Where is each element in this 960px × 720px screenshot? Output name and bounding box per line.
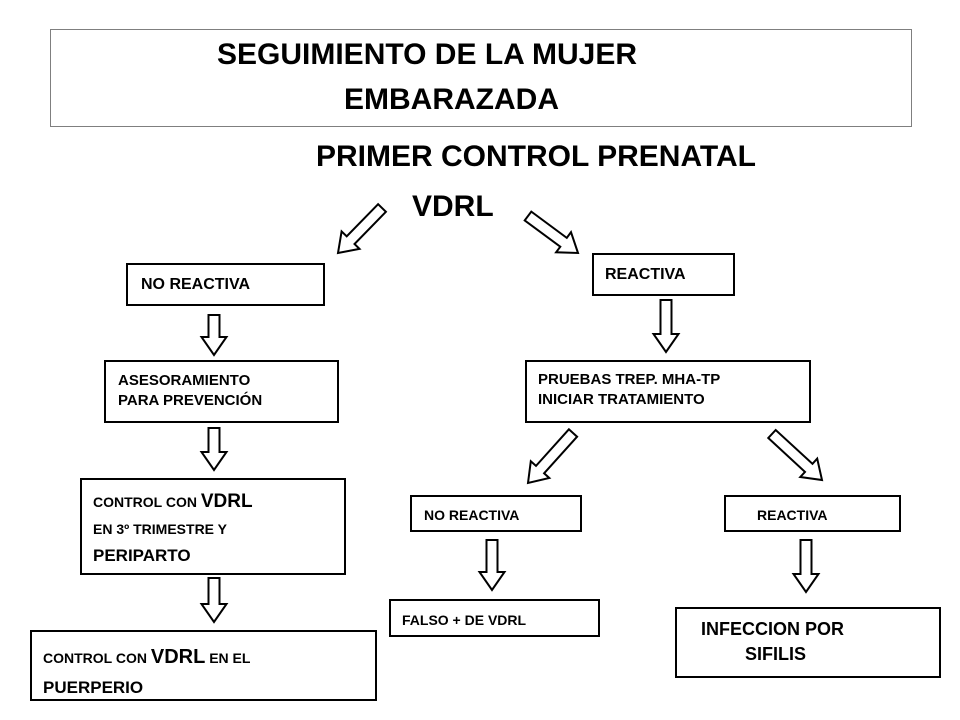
box-pruebas-treponemicas: PRUEBAS TREP. MHA-TP INICIAR TRATAMIENTO <box>525 360 811 423</box>
arrow-pruebas-to-reactiva <box>766 428 824 482</box>
box-falso-positivo: FALSO + DE VDRL <box>389 599 600 637</box>
box-line: PARA PREVENCIÓN <box>118 391 263 409</box>
arrow-no-reactiva-to-falso <box>477 539 507 592</box>
box-label: REACTIVA <box>757 507 828 523</box>
title-box <box>50 29 912 127</box>
box-text-emph: VDRL <box>150 646 206 668</box>
box-control-tercer-trimestre: CONTROL CON VDRL EN 3º TRIMESTRE Y PERIP… <box>80 478 346 575</box>
box-text: EN EL <box>205 650 251 666</box>
box-line: EN 3º TRIMESTRE Y <box>93 521 227 538</box>
box-line: PRUEBAS TREP. MHA-TP <box>538 371 721 388</box>
box-line: INICIAR TRATAMIENTO <box>538 390 705 408</box>
box-line: ASESORAMIENTO <box>118 372 251 389</box>
subtitle: PRIMER CONTROL PRENATAL <box>316 140 756 173</box>
box-no-reactiva-left: NO REACTIVA <box>126 263 325 306</box>
box-label: NO REACTIVA <box>141 276 251 293</box>
box-line: CONTROL CON VDRL <box>93 486 344 518</box>
arrow-vdrl-to-no-reactiva <box>336 202 388 255</box>
title-line-2: EMBARAZADA <box>344 83 559 116</box>
box-control-puerperio: CONTROL CON VDRL EN EL PUERPERIO <box>30 630 377 701</box>
box-line: SIFILIS <box>745 644 807 665</box>
box-reactiva-right: REACTIVA <box>592 253 735 296</box>
arrow-asesoramiento-to-control <box>199 427 229 472</box>
arrow-vdrl-to-reactiva <box>523 210 580 255</box>
box-label: REACTIVA <box>605 266 686 283</box>
title-line-1: SEGUIMIENTO DE LA MUJER <box>217 38 638 71</box>
arrow-pruebas-to-no-reactiva <box>526 427 579 485</box>
box-label: NO REACTIVA <box>424 507 520 523</box>
arrow-control-to-puerperio <box>199 577 229 624</box>
box-no-reactiva-sub: NO REACTIVA <box>410 495 582 532</box>
box-line: INFECCION POR <box>701 619 845 639</box>
box-asesoramiento: ASESORAMIENTO PARA PREVENCIÓN <box>104 360 339 423</box>
box-line: PERIPARTO <box>93 546 191 566</box>
box-text: CONTROL CON <box>93 494 201 510</box>
test-label: VDRL <box>412 190 494 223</box>
arrow-reactiva-to-pruebas <box>651 299 681 354</box>
box-line: PUERPERIO <box>43 678 144 697</box>
box-text: CONTROL CON <box>43 650 151 666</box>
arrow-reactiva-to-infeccion <box>791 539 821 594</box>
box-line: CONTROL CON VDRL EN EL <box>43 640 375 674</box>
box-text-emph: VDRL <box>200 491 253 512</box>
box-infeccion-sifilis: INFECCION POR SIFILIS <box>675 607 941 678</box>
arrow-no-reactiva-to-asesoramiento <box>199 314 229 357</box>
box-label: FALSO + DE VDRL <box>402 612 527 628</box>
box-reactiva-sub: REACTIVA <box>724 495 901 532</box>
